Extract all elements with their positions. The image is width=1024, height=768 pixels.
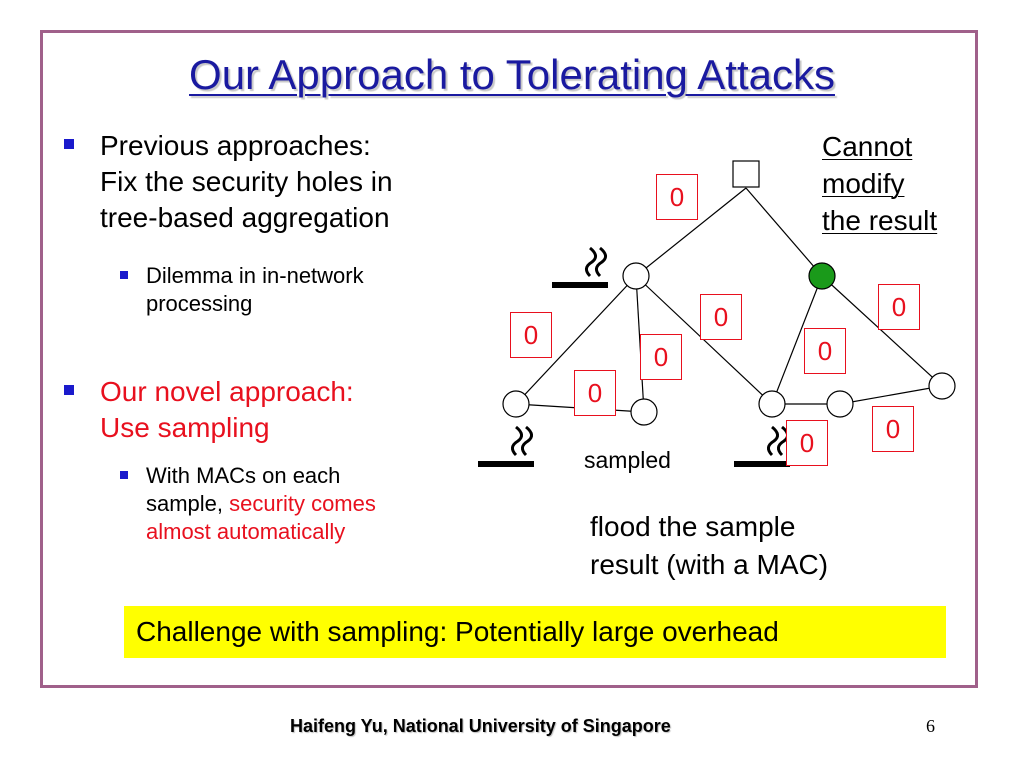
value-box: 0	[700, 294, 742, 340]
sensor-node	[630, 398, 658, 426]
subbullet-text: sample,	[146, 491, 230, 516]
page-number: 6	[926, 716, 935, 736]
slide-title: Our Approach to Tolerating Attacks	[189, 51, 835, 98]
value-box: 0	[574, 370, 616, 416]
bullet-novel-approach: Our novel approach: Use sampling	[64, 374, 354, 446]
value-box: 0	[872, 406, 914, 452]
value-box: 0	[786, 420, 828, 466]
footer-author: Haifeng Yu, National University of Singa…	[290, 716, 671, 736]
value-box: 0	[656, 174, 698, 220]
sensor-node	[758, 390, 786, 418]
bullet-previous-approaches: Previous approaches: Fix the security ho…	[64, 128, 393, 236]
bullet-line: Fix the security holes in	[100, 166, 393, 197]
bullet-line: Our novel approach:	[100, 376, 354, 407]
subbullet-macs: With MACs on each sample, security comes…	[120, 462, 376, 546]
subbullet-line: Dilemma in in-network	[146, 263, 364, 288]
smoking-icon	[734, 425, 790, 467]
flood-caption: flood the sample result (with a MAC)	[590, 508, 828, 584]
note-line: Cannot	[822, 131, 913, 162]
base-station-node	[732, 160, 760, 188]
sampled-label: sampled	[584, 447, 671, 473]
caption-line: result (with a MAC)	[590, 549, 829, 580]
bullet-square-icon	[120, 271, 128, 279]
sensor-node	[928, 372, 956, 400]
subbullet-dilemma: Dilemma in in-network processing	[120, 262, 364, 318]
bullet-square-icon	[120, 471, 128, 479]
value-box: 0	[878, 284, 920, 330]
subbullet-line: With MACs on each	[146, 463, 341, 488]
slide-frame	[40, 30, 978, 688]
sampled-node	[808, 262, 836, 290]
subbullet-highlight: almost automatically	[146, 519, 346, 544]
caption-line: flood the sample	[590, 511, 796, 542]
challenge-banner: Challenge with sampling: Potentially lar…	[124, 606, 946, 658]
sensor-node	[622, 262, 650, 290]
cannot-modify-note: Cannot modify the result	[822, 128, 937, 239]
note-line: the result	[822, 205, 938, 236]
bullet-line: tree-based aggregation	[100, 202, 390, 233]
subbullet-line: processing	[146, 291, 253, 316]
subbullet-line: sample, security comes	[146, 490, 376, 518]
sensor-node	[502, 390, 530, 418]
smoking-icon	[552, 246, 608, 288]
value-box: 0	[510, 312, 552, 358]
smoking-icon	[478, 425, 534, 467]
subbullet-highlight: security comes	[229, 491, 376, 516]
bullet-square-icon	[64, 385, 74, 395]
sensor-node	[826, 390, 854, 418]
bullet-square-icon	[64, 139, 74, 149]
value-box: 0	[640, 334, 682, 380]
note-line: modify	[822, 168, 905, 199]
bullet-line: Use sampling	[100, 412, 270, 443]
value-box: 0	[804, 328, 846, 374]
bullet-line: Previous approaches:	[100, 130, 371, 161]
